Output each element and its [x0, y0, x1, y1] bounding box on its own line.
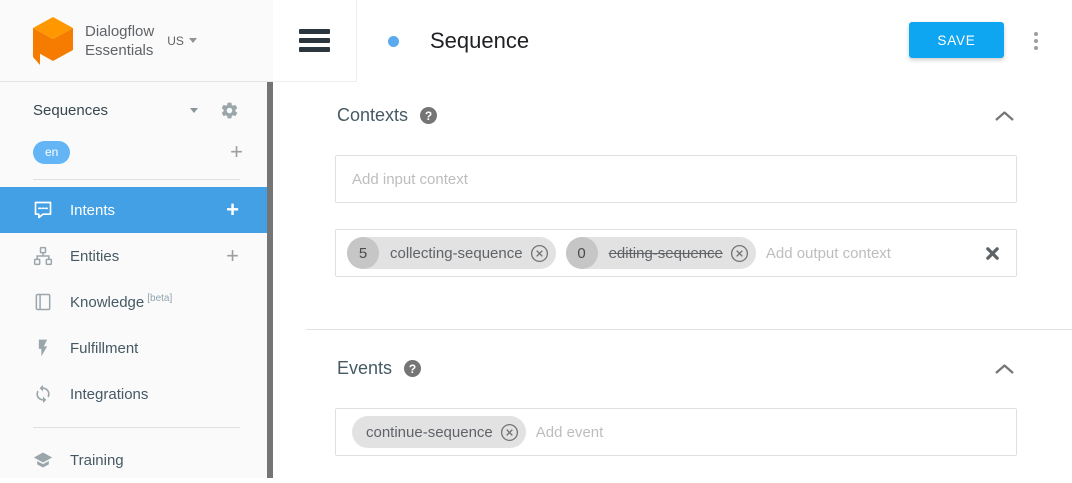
language-row: en + — [0, 132, 273, 172]
sidebar-divider — [33, 179, 240, 180]
output-context-chip[interactable]: 0 editing-sequence — [565, 237, 756, 269]
chevron-up-icon — [995, 110, 1014, 121]
add-language-button[interactable]: + — [230, 139, 243, 164]
events-title: Events — [337, 358, 393, 378]
book-icon — [35, 293, 51, 311]
gear-icon[interactable] — [220, 101, 239, 120]
collapse-contexts-button[interactable] — [994, 110, 1015, 122]
sidebar-item-entities[interactable]: Entities + — [0, 233, 273, 279]
help-icon[interactable]: ? — [420, 107, 438, 124]
output-context-field[interactable] — [765, 244, 985, 262]
sidebar-menu: Intents + Entities + Knowledge[beta] — [0, 187, 273, 483]
clear-contexts-button[interactable] — [985, 246, 1000, 261]
agent-caret-down-icon[interactable] — [190, 107, 198, 117]
events-field-container: continue-sequence — [335, 408, 1017, 456]
sidebar-item-label: Intents — [70, 201, 116, 219]
sidebar-item-knowledge[interactable]: Knowledge[beta] — [0, 279, 273, 325]
input-context-field-container — [335, 155, 1017, 203]
intent-editor: Contexts ? 5 collecting-sequence 0 editi… — [273, 82, 1072, 478]
hamburger-icon — [299, 28, 330, 34]
sidebar-divider — [33, 427, 240, 428]
main-header: Sequence SAVE — [273, 0, 1072, 82]
sidebar-item-integrations[interactable]: Integrations — [0, 371, 273, 417]
collapse-events-button[interactable] — [994, 363, 1015, 375]
chevron-up-icon — [995, 363, 1014, 374]
bolt-icon — [38, 339, 48, 357]
output-context-chip[interactable]: 5 collecting-sequence — [347, 237, 556, 269]
language-chip[interactable]: en — [33, 140, 71, 164]
sidebar: Dialogflow Essentials US Sequences en + … — [0, 0, 273, 478]
contexts-section-header: Contexts ? — [337, 105, 1015, 126]
sync-icon — [36, 384, 50, 404]
save-button[interactable]: SAVE — [909, 22, 1004, 58]
sidebar-item-training[interactable]: Training — [0, 437, 273, 483]
caret-down-icon — [188, 38, 197, 47]
title-zone: Sequence — [357, 0, 1072, 82]
context-lifespan-badge: 5 — [347, 237, 379, 269]
output-context-field-container: 5 collecting-sequence 0 editing-sequence — [335, 229, 1017, 277]
context-chip-label: editing-sequence — [608, 244, 723, 262]
event-field[interactable] — [535, 423, 1000, 441]
event-chip[interactable]: continue-sequence — [352, 416, 526, 448]
sidebar-item-label: Entities — [70, 247, 120, 265]
agent-name[interactable]: Sequences — [33, 101, 109, 119]
sidebar-item-fulfillment[interactable]: Fulfillment — [0, 325, 273, 371]
graduation-cap-icon — [33, 452, 53, 468]
sidebar-item-intents[interactable]: Intents + — [0, 187, 273, 233]
add-intent-button[interactable]: + — [226, 197, 239, 222]
context-chip-label: collecting-sequence — [390, 244, 523, 262]
sidebar-item-label: Fulfillment — [70, 339, 139, 357]
region-selector[interactable]: US — [167, 34, 197, 48]
brand-name: Dialogflow Essentials — [85, 22, 155, 59]
dialogflow-logo-icon — [33, 16, 73, 65]
help-icon[interactable]: ? — [404, 360, 422, 377]
page-title: Sequence — [430, 28, 530, 53]
events-section-header: Events ? — [337, 358, 1015, 379]
beta-badge: [beta] — [147, 293, 173, 304]
agent-selector-row: Sequences — [0, 88, 273, 132]
add-entity-button[interactable]: + — [226, 243, 239, 268]
contexts-title: Contexts — [337, 105, 409, 125]
remove-chip-icon[interactable] — [500, 423, 519, 442]
remove-chip-icon[interactable] — [530, 244, 549, 263]
sidebar-scrollbar[interactable] — [267, 82, 273, 478]
region-label: US — [167, 33, 184, 48]
intent-status-dot-icon — [388, 35, 399, 47]
kebab-menu-icon[interactable] — [1029, 28, 1043, 54]
sitemap-icon — [33, 246, 53, 266]
brand-header: Dialogflow Essentials US — [0, 0, 273, 82]
sidebar-item-label: Knowledge[beta] — [70, 293, 173, 311]
context-lifespan-badge: 0 — [565, 237, 598, 269]
remove-chip-icon[interactable] — [730, 244, 749, 263]
clear-x-icon — [986, 246, 999, 260]
sidebar-item-label: Integrations — [70, 385, 149, 403]
chat-icon — [34, 201, 52, 219]
sidebar-item-label: Training — [70, 451, 124, 469]
input-context-field[interactable] — [352, 170, 1000, 188]
event-chip-label: continue-sequence — [366, 423, 493, 441]
section-divider — [306, 329, 1072, 330]
hamburger-menu-button[interactable] — [273, 0, 357, 82]
